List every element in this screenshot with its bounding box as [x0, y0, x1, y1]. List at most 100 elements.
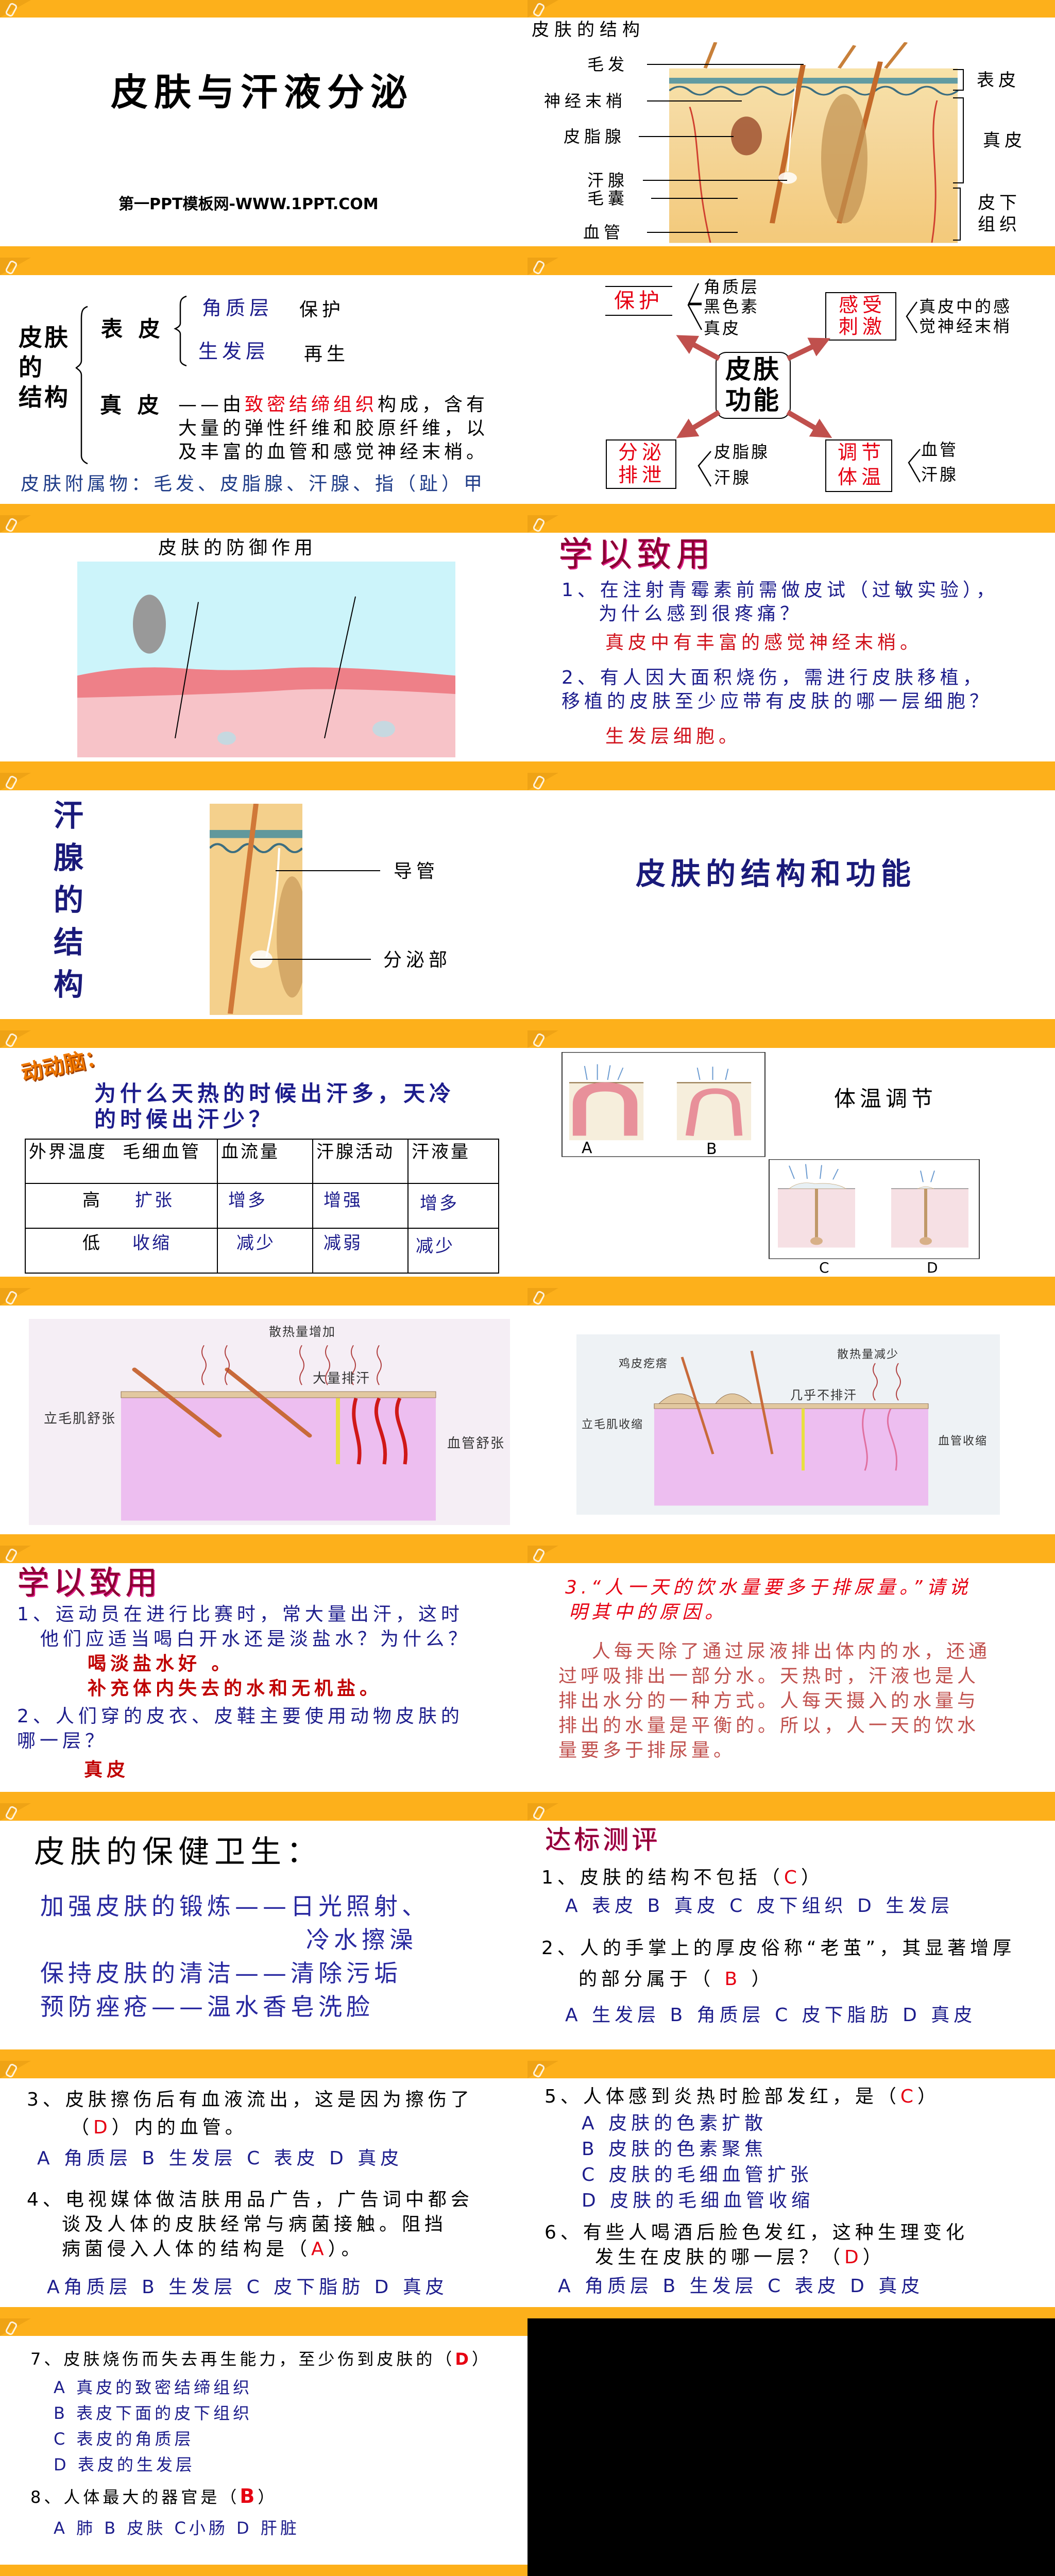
slide-heat-dissipation-decrease: 鸡皮疙瘩 散热量减少 几乎不排汗 立毛肌收缩 血管收缩: [528, 1288, 1055, 1546]
figure-label-c: C: [819, 1259, 833, 1276]
center-label-2: 功能: [725, 385, 781, 415]
sense-item-2: 觉神经末梢: [919, 316, 1012, 336]
sense-label-2: 刺激: [839, 315, 887, 338]
slide-water-balance: 3.“人一天的饮水量要多于排尿量。”请说 明其中的原因。 人每天除了通过尿液排出…: [528, 1546, 1055, 1803]
label-sebaceous-gland: 皮脂腺: [564, 127, 626, 146]
slide-heading: 学以致用: [558, 534, 715, 574]
slide-structure-outline: 皮肤 的 结构 表 皮 角质层 保护 生发层 再生 真 皮 ——由致密结缔组织构…: [0, 258, 528, 515]
question-text: 7、皮肤烧伤而失去再生能力，至少伤到皮肤的（: [30, 2349, 455, 2369]
explanation-line-5: 量要多于排尿量。: [558, 1740, 736, 1761]
table-row: 低 收缩 减少 减弱 减少: [25, 1228, 499, 1274]
label-hair: 毛发: [587, 55, 629, 74]
sweat-figure: [769, 1159, 980, 1259]
slide-skin-structure: 皮肤的结构 毛发 神经末梢 皮脂腺 汗腺 毛囊 血管 表皮 真皮 皮下 组织: [528, 0, 1055, 258]
question-text: 病菌侵入人体的结构是（: [62, 2239, 312, 2260]
header-bar: [0, 1288, 528, 1306]
answer-letter: C: [900, 2086, 918, 2107]
table-cell: 减少: [217, 1228, 313, 1274]
arrow-down-left: [676, 410, 721, 438]
explanation-line-2: 过呼吸排出一部分水。天热时，汗液也是人: [558, 1666, 980, 1687]
hot-skin-illustration: [29, 1319, 510, 1525]
quiz-3-question-line-2: （D）内的血管。: [71, 2117, 248, 2138]
question-2-line-2: 哪一层？: [17, 1731, 108, 1752]
figure-label-b: B: [706, 1140, 721, 1158]
vertical-title-5: 构: [54, 967, 88, 1002]
subtitle: 第一PPT模板网-WWW.1PPT.COM: [118, 195, 379, 213]
slide-defense: 皮肤的防御作用: [0, 515, 528, 773]
slide-heading: 皮肤的保健卫生：: [34, 1834, 322, 1870]
quiz-4-question-line-1: 4、电视媒体做洁肤用品广告，广告词中都会: [27, 2189, 473, 2210]
label-nerve-endings: 神经末梢: [544, 91, 627, 111]
answer-1-line-1: 喝淡盐水好 。: [88, 1653, 234, 1674]
secrete-item-2: 汗腺: [714, 468, 752, 487]
question-line-1: 为什么天热的时候出汗多，天冷: [94, 1081, 455, 1106]
answer-2: 生发层细胞。: [605, 726, 742, 747]
quiz-5-question: 5、人体感到炎热时脸部发红，是（C）: [544, 2087, 940, 2107]
arrow-up-right: [786, 337, 831, 361]
dermis-highlight: 致密结缔组织: [245, 394, 378, 415]
footer-bar: [0, 246, 528, 258]
slide-quiz-4: 7、皮肤烧伤而失去再生能力，至少伤到皮肤的（D） A 真皮的致密结缔组织 B 表…: [0, 2318, 528, 2576]
dermis-description-3: 及丰富的血管和感觉神经末梢。: [178, 442, 489, 463]
slide-quiz-1: 达标测评 1、皮肤的结构不包括（C） A 表皮 B 真皮 C 皮下组织 D 生发…: [528, 1803, 1055, 2061]
slide-sweat-gland: 汗 腺 的 结 构 导管 分泌部: [0, 773, 528, 1030]
care-line-1-cont: 冷水擦澡: [306, 1926, 417, 1954]
secrete-label-2: 排泄: [618, 464, 666, 486]
label-secretory-part: 分泌部: [383, 950, 452, 971]
bracket-dermis: [953, 97, 964, 183]
question-text: 的部分属于（: [578, 1969, 725, 1990]
slide-heading: 学以致用: [17, 1564, 162, 1601]
label-hair-follicle: 毛囊: [587, 189, 629, 208]
care-line-2: 保持皮肤的清洁——清除污垢: [40, 1959, 402, 1987]
label-arrector-contracted: 立毛肌收缩: [582, 1418, 644, 1431]
table-cell: 减少: [407, 1228, 499, 1274]
vertical-title-4: 结: [54, 925, 88, 960]
header-bar: [0, 258, 528, 276]
answer-2: 真皮: [84, 1759, 130, 1781]
figure-title: 体温调节: [834, 1086, 938, 1111]
quiz-5-option-b: B 皮肤的色素聚焦: [582, 2139, 768, 2160]
center-box: [716, 352, 791, 419]
question-2-line-1: 2、人们穿的皮衣、皮鞋主要使用动物皮肤的: [17, 1706, 464, 1727]
dermis-post: 构成，含有: [378, 394, 489, 415]
answer-letter: D: [844, 2247, 863, 2268]
regulate-item-1: 血管: [921, 440, 959, 460]
slide-think: 动动脑： 为什么天热的时候出汗多，天冷 的时候出汗少？ 外界温度 毛细血管 血流…: [0, 1030, 528, 1288]
table-cell: 增强: [312, 1183, 409, 1229]
slide-skin-care: 皮肤的保健卫生： 加强皮肤的锻炼——日光照射、 冷水擦澡 保持皮肤的清洁——清除…: [0, 1803, 528, 2061]
dermis-description-1: ——由致密结缔组织构成，含有: [178, 395, 488, 415]
header-cell: 外界温度: [25, 1139, 120, 1184]
label-sweat-gland: 汗腺: [587, 171, 629, 190]
question-text: （: [71, 2117, 94, 2138]
label-little-sweating: 几乎不排汗: [790, 1388, 857, 1402]
slide-apply-2: 学以致用 1、运动员在进行比赛时，常大量出汗，这时 他们应适当喝白开水还是淡盐水…: [0, 1546, 528, 1803]
quiz-6-question-line-2: 发生在皮肤的哪一层？（D）: [595, 2247, 886, 2268]
answer-1-line-2: 补充体内失去的水和无机盐。: [88, 1678, 383, 1699]
question-text-end: ）内的血管。: [111, 2117, 248, 2138]
table-cell: 收缩: [120, 1228, 218, 1274]
label-arrector-relaxed: 立毛肌舒张: [44, 1411, 116, 1427]
question-text-end: ）: [471, 2349, 491, 2369]
cold-skin-illustration: [576, 1334, 1000, 1515]
quiz-1-question: 1、皮肤的结构不包括（C）: [541, 1868, 824, 1888]
label-heat-decrease: 散热量减少: [837, 1348, 899, 1361]
center-label-1: 皮肤: [725, 354, 781, 384]
table-header-row: 外界温度 毛细血管 血流量 汗腺活动 汗液量: [25, 1139, 499, 1184]
quiz-6-options: A 角质层 B 生发层 C 表皮 D 真皮: [558, 2276, 924, 2297]
epidermis-label: 表 皮: [101, 316, 164, 342]
header-bar: [0, 1546, 528, 1564]
answer-letter: D: [455, 2349, 472, 2369]
footer-bar: [528, 2307, 1055, 2318]
temperature-table: 外界温度 毛细血管 血流量 汗腺活动 汗液量 高 扩张 增多 增强 增多 低 收…: [25, 1139, 499, 1274]
stratum-basale-function: 再生: [304, 344, 350, 365]
question-3-line-1: 3.“人一天的饮水量要多于排尿量。”请说: [565, 1577, 972, 1598]
secrete-item-1: 皮脂腺: [714, 442, 770, 462]
vertical-title-2: 腺: [54, 840, 88, 875]
header-bar: [528, 515, 1055, 533]
footer-bar: [0, 2565, 528, 2576]
label-subcutaneous-2: 组织: [978, 214, 1021, 235]
sense-item-1: 真皮中的感: [919, 297, 1012, 316]
outline-braces: [75, 295, 187, 465]
quiz-5-option-a: A 皮肤的色素扩散: [582, 2113, 768, 2134]
wordart-think: 动动脑：: [19, 1043, 109, 1086]
